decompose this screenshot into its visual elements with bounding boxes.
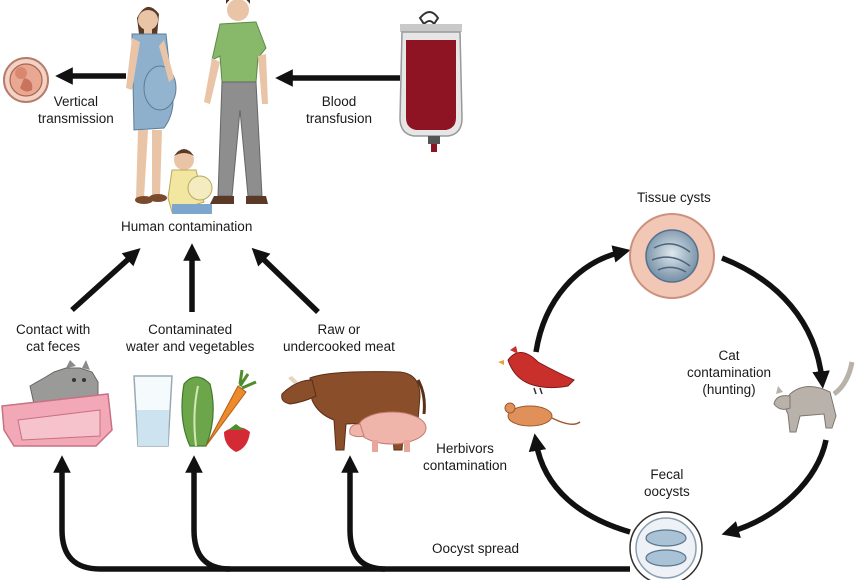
pig-icon bbox=[349, 411, 427, 452]
arrow-meat-to-human bbox=[251, 247, 320, 314]
arrow-tissue-to-cat bbox=[720, 255, 830, 389]
oocyst-spread-to-water bbox=[185, 455, 231, 572]
lettuce-icon bbox=[181, 376, 214, 447]
tissue-cyst-icon bbox=[629, 213, 715, 299]
carrot-icon bbox=[205, 369, 257, 447]
strawberry-icon bbox=[224, 424, 250, 452]
label-tissue-cysts: Tissue cysts bbox=[637, 190, 711, 205]
litter-box-cat-icon bbox=[1, 360, 113, 447]
arrow-cat-to-oocyst bbox=[721, 439, 829, 538]
arrows-group bbox=[53, 67, 630, 572]
oocyst-spread-to-meat bbox=[341, 455, 386, 572]
walking-cat-icon bbox=[773, 361, 855, 433]
oocyst-icon bbox=[629, 511, 703, 580]
oocyst-spread-line bbox=[53, 455, 630, 572]
baby-icon bbox=[167, 149, 213, 214]
man-icon bbox=[204, 0, 268, 204]
pregnant-woman-icon bbox=[126, 6, 177, 204]
arrow-oocyst-to-herbivore bbox=[528, 433, 631, 535]
arrow-feces-to-human bbox=[70, 248, 141, 313]
mouse-icon bbox=[504, 402, 581, 427]
fetus-icon bbox=[3, 57, 49, 103]
blood-bag-icon bbox=[399, 11, 463, 152]
water-glass-icon bbox=[133, 375, 173, 447]
cardinal-bird-icon bbox=[498, 346, 575, 395]
life-cycle-circle bbox=[528, 245, 830, 538]
label-oocyst-spread: Oocyst spread bbox=[432, 541, 520, 556]
label-human-contamination: Human contamination bbox=[121, 219, 253, 234]
cow-icon bbox=[281, 371, 426, 451]
arrow-herbivore-to-tissue bbox=[533, 245, 631, 353]
